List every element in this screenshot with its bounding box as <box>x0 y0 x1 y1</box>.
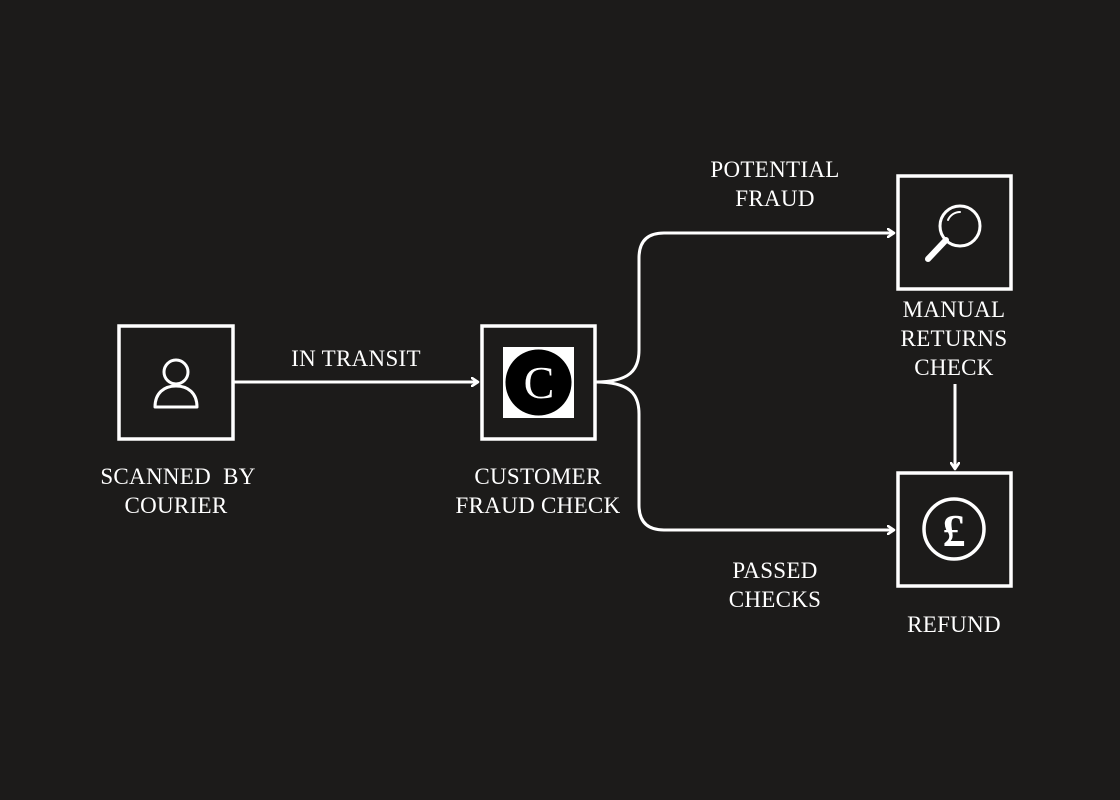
node-customer-fraud-check: C CUSTOMER FRAUD CHECK <box>456 324 621 518</box>
potential-fraud-arrow <box>594 233 894 384</box>
branch-connector <box>594 233 894 530</box>
potential-fraud-label-line1: POTENTIAL <box>710 157 839 182</box>
manual-check-label-line1: MANUAL <box>903 297 1006 322</box>
magnifier-icon <box>925 204 982 262</box>
in-transit-label: IN TRANSIT <box>291 346 421 371</box>
courier-label-line1: SCANNED BY <box>100 464 255 489</box>
refund-label: REFUND <box>907 612 1001 637</box>
c-logo-letter: C <box>524 357 555 408</box>
pound-symbol: £ <box>943 505 966 556</box>
passed-checks-arrow <box>594 380 894 530</box>
fraud-check-label-line1: CUSTOMER <box>474 464 602 489</box>
courier-label-line2: COURIER <box>124 493 227 518</box>
passed-checks-label-line2: CHECKS <box>729 587 822 612</box>
node-refund: £ REFUND <box>896 471 1013 637</box>
manual-check-label-line2: RETURNS <box>901 326 1008 351</box>
node-manual-returns-check: MANUAL RETURNS CHECK <box>896 174 1013 380</box>
passed-checks-label-line1: PASSED <box>732 558 817 583</box>
refund-box <box>896 471 1013 588</box>
pound-icon: £ <box>922 497 986 561</box>
user-icon <box>153 358 199 409</box>
manual-check-label-line3: CHECK <box>914 355 994 380</box>
node-scanned-by-courier: SCANNED BY COURIER <box>100 324 255 518</box>
manual-check-box <box>896 174 1013 291</box>
c-logo-icon: C <box>503 347 574 418</box>
edge-in-transit: IN TRANSIT <box>233 346 478 382</box>
fraud-check-label-line2: FRAUD CHECK <box>456 493 621 518</box>
potential-fraud-label-line2: FRAUD <box>735 186 814 211</box>
